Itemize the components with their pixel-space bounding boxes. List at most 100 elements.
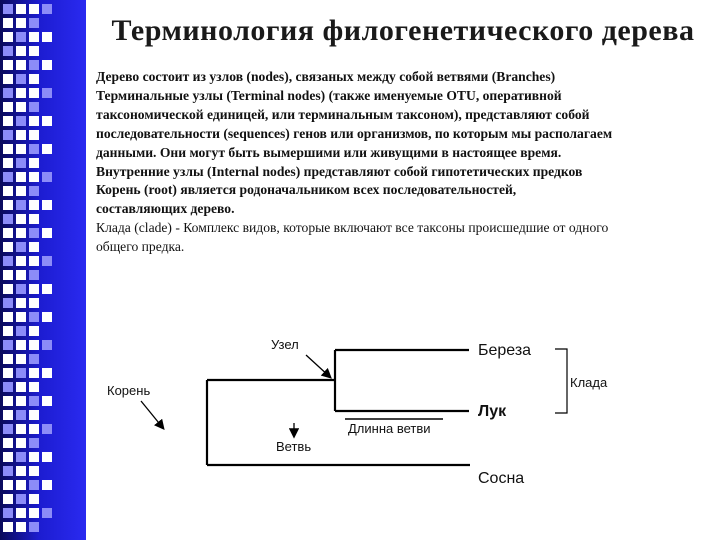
sidebar-square (3, 368, 13, 378)
sidebar-square (16, 4, 26, 14)
sidebar-square (16, 172, 26, 182)
root-label: Корень (107, 383, 150, 398)
sidebar-square (16, 186, 26, 196)
sidebar-square (3, 158, 13, 168)
clade-label: Клада (570, 375, 608, 390)
sidebar-square (3, 242, 13, 252)
sidebar-decoration (0, 0, 86, 540)
root-arrow (140, 400, 165, 431)
sidebar-square (16, 368, 26, 378)
sidebar-square (29, 186, 39, 196)
sidebar-square (3, 172, 13, 182)
sidebar-square (16, 522, 26, 532)
sidebar-square (42, 284, 52, 294)
sidebar-square (29, 116, 39, 126)
sidebar-square (29, 298, 39, 308)
sidebar-square (3, 424, 13, 434)
sidebar-square (29, 354, 39, 364)
sidebar-square (3, 494, 13, 504)
sidebar-square (16, 382, 26, 392)
sidebar-square (42, 228, 52, 238)
sidebar-square (29, 130, 39, 140)
sidebar-square (42, 172, 52, 182)
sidebar-square (29, 102, 39, 112)
sidebar-square (16, 396, 26, 406)
sidebar-square (16, 214, 26, 224)
sidebar-square (3, 410, 13, 420)
sidebar-square (29, 424, 39, 434)
sidebar-square (16, 32, 26, 42)
sidebar-square (3, 200, 13, 210)
sidebar-square (16, 270, 26, 280)
body-text-line: Клада (clade) - Комплекс видов, которые … (96, 220, 609, 236)
body-text-line: таксономической единицей, или терминальн… (96, 106, 590, 122)
sidebar-square (29, 438, 39, 448)
sidebar-square (16, 88, 26, 98)
taxon-onion-label: Лук (478, 403, 507, 420)
sidebar-square (3, 46, 13, 56)
branch-length-label: Длинна ветви (348, 421, 431, 436)
body-text-line: общего предка. (96, 239, 185, 255)
sidebar-square (3, 32, 13, 42)
clade-bracket (555, 348, 568, 414)
body-text-line: Корень (root) является родоначальником в… (96, 182, 517, 198)
sidebar-square (16, 494, 26, 504)
node-label: Узел (271, 337, 299, 352)
taxon-pine-label: Сосна (478, 470, 524, 487)
sidebar-square (29, 200, 39, 210)
sidebar-square (3, 228, 13, 238)
sidebar-square (42, 4, 52, 14)
sidebar-square (16, 18, 26, 28)
sidebar-square (3, 452, 13, 462)
sidebar-square (16, 200, 26, 210)
sidebar-square (16, 326, 26, 336)
sidebar-square (16, 144, 26, 154)
sidebar-square (3, 438, 13, 448)
sidebar-square (29, 18, 39, 28)
body-text-line: Внутренние узлы (Internal nodes) предста… (96, 163, 583, 179)
sidebar-square (16, 228, 26, 238)
sidebar-square (29, 46, 39, 56)
sidebar-square (29, 158, 39, 168)
sidebar-square (29, 452, 39, 462)
sidebar-square (42, 256, 52, 266)
sidebar-square (16, 60, 26, 70)
sidebar-square (29, 312, 39, 322)
sidebar-square (3, 298, 13, 308)
body-text-line: составляющих дерево. (96, 201, 235, 217)
sidebar-square (16, 452, 26, 462)
sidebar-square (16, 410, 26, 420)
sidebar-square (16, 508, 26, 518)
sidebar-square (3, 466, 13, 476)
sidebar-square (3, 102, 13, 112)
sidebar-square (42, 424, 52, 434)
sidebar-square (16, 466, 26, 476)
sidebar-square (29, 382, 39, 392)
sidebar-square (16, 354, 26, 364)
sidebar-square (29, 88, 39, 98)
sidebar-square (3, 340, 13, 350)
sidebar-square (29, 326, 39, 336)
sidebar-square (29, 284, 39, 294)
body-text-line: последовательности (sequences) генов или… (96, 125, 613, 141)
sidebar-square (16, 312, 26, 322)
sidebar-square (16, 102, 26, 112)
sidebar-square (16, 74, 26, 84)
sidebar-square (3, 508, 13, 518)
sidebar-square (42, 340, 52, 350)
sidebar-square (16, 284, 26, 294)
sidebar-square (16, 116, 26, 126)
sidebar-square (3, 4, 13, 14)
sidebar-square (3, 256, 13, 266)
taxon-birch-label: Береза (478, 342, 531, 359)
sidebar-square (29, 480, 39, 490)
sidebar-square (3, 382, 13, 392)
sidebar-square (3, 60, 13, 70)
sidebar-square (3, 186, 13, 196)
sidebar-square (29, 172, 39, 182)
body-text-line: Дерево состоит из узлов (nodes), связаны… (96, 69, 556, 84)
sidebar-square (3, 214, 13, 224)
sidebar-square (42, 312, 52, 322)
sidebar-square (3, 396, 13, 406)
